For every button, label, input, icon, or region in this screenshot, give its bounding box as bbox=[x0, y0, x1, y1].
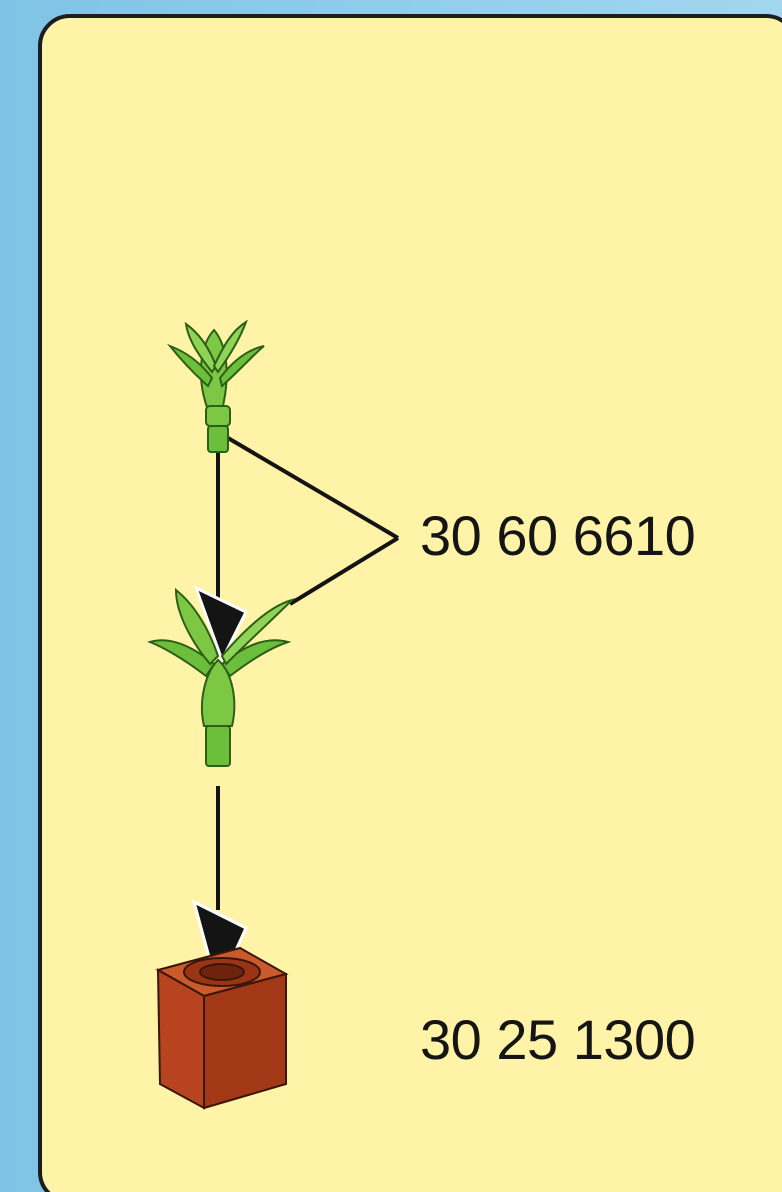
flower-pot-part-number: 30 25 1300 bbox=[420, 1012, 695, 1068]
callout-lines bbox=[228, 438, 398, 604]
flower-pot-icon bbox=[158, 948, 286, 1108]
small-leaf-part-icon bbox=[170, 322, 264, 452]
plant-leaves-part-number: 30 60 6610 bbox=[420, 508, 695, 564]
